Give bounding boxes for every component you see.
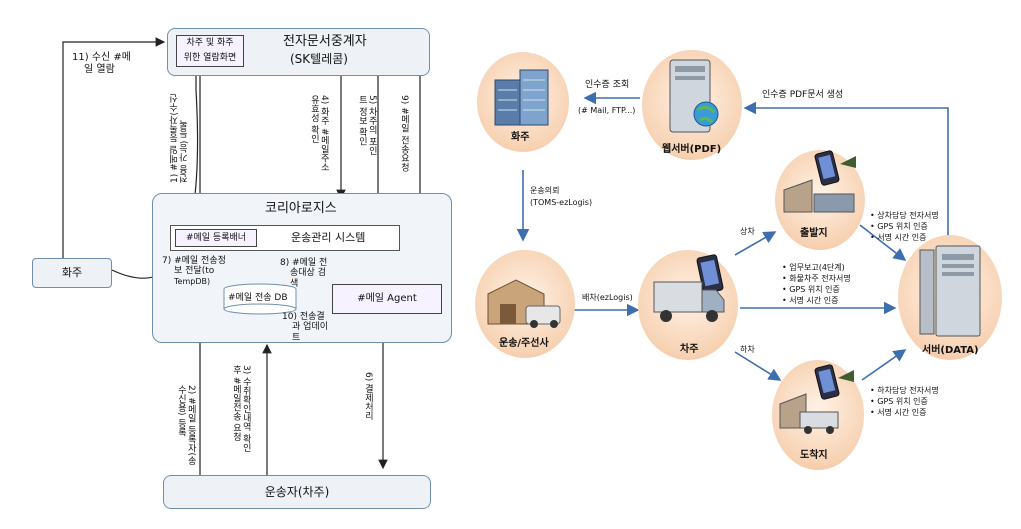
bullet-item: • GPS 위치 인증 [870, 397, 928, 406]
relay-box: 차주 및 화주 위한 열람화면 전자문서중계자 (SK텔레콤) [167, 28, 430, 76]
edge-receipt-query: 인수증 조회 [585, 80, 630, 90]
relay-subtitle: (SK텔레콤) [290, 52, 348, 66]
arrow-step-11 [62, 37, 166, 258]
driver-bullets: • 업무보고(4단계) • 화물차주 전자서명 • GPS 위치 인증 • 서명… [782, 262, 851, 306]
arrow-departure-server [859, 224, 907, 261]
tms-label: 운송관리 시스템 [291, 231, 366, 244]
korealogis-title: 코리아로지스 [265, 201, 337, 216]
step-6-label: 6) 결제처리 [362, 372, 373, 421]
step-7-line-1: 7) #메일 전송정 [162, 256, 226, 266]
edge-load: 상차 [740, 227, 755, 236]
mail-banner-label: #메일 등록배너 [185, 233, 247, 243]
carrier-box: 운송자(차주) [163, 475, 431, 509]
edge-toms: (TOMS-ezLogis) [530, 198, 593, 207]
node-server-label: 서버(DATA) [922, 345, 979, 356]
arrival-bullets: • 하차담당 전자서명 • GPS 위치 인증 • 서명 시간 인증 [870, 385, 939, 418]
bullet-item: • 하차담당 전자서명 [870, 386, 939, 395]
node-departure-label: 출발지 [800, 228, 828, 239]
warehouse-icon [487, 279, 561, 328]
departure-bullets: • 상차담당 전자서명 • GPS 위치 인증 • 서명 시간 인증 [870, 210, 939, 243]
bullet-item: • 업무보고(4단계) [782, 263, 845, 272]
building-icon [494, 69, 549, 126]
edge-receipt-gen: 인수증 PDF문서 생성 [762, 90, 844, 100]
step-10-line-3: 트 [292, 332, 301, 341]
step-7-label: 7) #메일 전송정 보 전달(to TempDB) [162, 256, 226, 286]
relay-title: 전자문서중계자 [283, 34, 367, 49]
step-8-line-3: 색 [290, 278, 299, 289]
step-9-label: 9) #메일 전송요청 [398, 95, 409, 172]
tms-box: #메일 등록배너 운송관리 시스템 [170, 225, 400, 251]
node-webserver-label: 웹서버(PDF) [662, 144, 722, 155]
bullet-item: • 서명 시간 인증 [870, 233, 927, 242]
carrier-label: 운송자(차주) [264, 485, 330, 499]
node-driver-label: 차주 [680, 344, 699, 355]
shipper-label: 화주 [61, 266, 83, 279]
mail-agent-box: #메일 Agent [332, 284, 442, 314]
step-3-label: 3) 수취확인내역 확인 후 #메일전송 요청 [230, 365, 251, 452]
data-server-icon [919, 245, 981, 337]
node-shipper-label: 화주 [511, 132, 530, 143]
edge-dispatch: 배차(ezLogis) [582, 293, 633, 302]
mail-agent-label: #메일 Agent [357, 293, 417, 304]
bullet-item: • 서명 시간 인증 [870, 408, 927, 417]
step-11-line-2: 일 열람 [84, 63, 115, 75]
arrival-site-icon [779, 364, 854, 434]
bullet-item: • 화물차주 전자서명 [782, 274, 851, 283]
step-1-label: 1) #메일 등록자(수신전용 가능) 등록 [170, 93, 190, 183]
departure-site-icon [783, 150, 856, 213]
shipper-box: 화주 [32, 258, 112, 288]
korealogis-box: 코리아로지스 [152, 193, 452, 343]
step-7-line-3: TempDB) [174, 276, 211, 286]
bullet-item: • GPS 위치 인증 [870, 222, 928, 231]
edge-unload: 하차 [740, 345, 755, 354]
mail-banner: #메일 등록배너 [175, 229, 257, 247]
node-transport-label: 운송/주선사 [499, 338, 549, 349]
step-8-line-2: 송대상 검 [290, 268, 326, 279]
viewer-line-1: 차주 및 화주 [186, 38, 234, 48]
bullet-item: • 상차담당 전자서명 [870, 211, 939, 220]
step-4-label: 4) 화주 #메일주소 유효성 확인 [308, 95, 329, 172]
step-2-label: 2) #메일 등록자(송수신용) 등록 [175, 385, 196, 466]
bullet-item: • GPS 위치 인증 [782, 285, 840, 294]
step-7-line-2: 보 전달(to [174, 266, 215, 277]
mail-db-icon [223, 283, 297, 315]
step-8-line-1: 8) #메일 전 [280, 258, 328, 268]
arrow-driver-departure [734, 231, 777, 256]
web-server-icon [669, 59, 719, 133]
arrow-arrival-server [861, 349, 907, 381]
mail-db-label: #메일 전송 DB [228, 293, 288, 303]
step-10-label: 10) 전송결 과 업데이 트 [282, 312, 328, 341]
edge-order: 운송의뢰 [530, 186, 560, 195]
truck-phone-icon [653, 254, 725, 322]
step-11-line-1: 11) 수신 #메 [72, 52, 131, 63]
arrow-server-webserver [743, 101, 949, 255]
edge-mail-ftp: (# Mail, FTP...) [578, 106, 636, 115]
step-10-line-2: 과 업데이 [292, 322, 328, 333]
step-5-label: 5) 차주의 포인트 정보 확인 [356, 95, 377, 155]
arrow-driver-arrival [734, 351, 782, 381]
step-10-line-1: 10) 전송결 [282, 312, 325, 322]
step-8-label: 8) #메일 전 송대상 검 색 [280, 258, 327, 289]
node-arrival-label: 도착지 [800, 450, 828, 461]
viewer-screen-box: 차주 및 화주 위한 열람화면 [176, 35, 244, 67]
step-11-label: 11) 수신 #메 일 열람 [72, 52, 131, 75]
bullet-item: • 서명 시간 인증 [782, 296, 839, 305]
viewer-line-2: 위한 열람화면 [183, 53, 237, 63]
